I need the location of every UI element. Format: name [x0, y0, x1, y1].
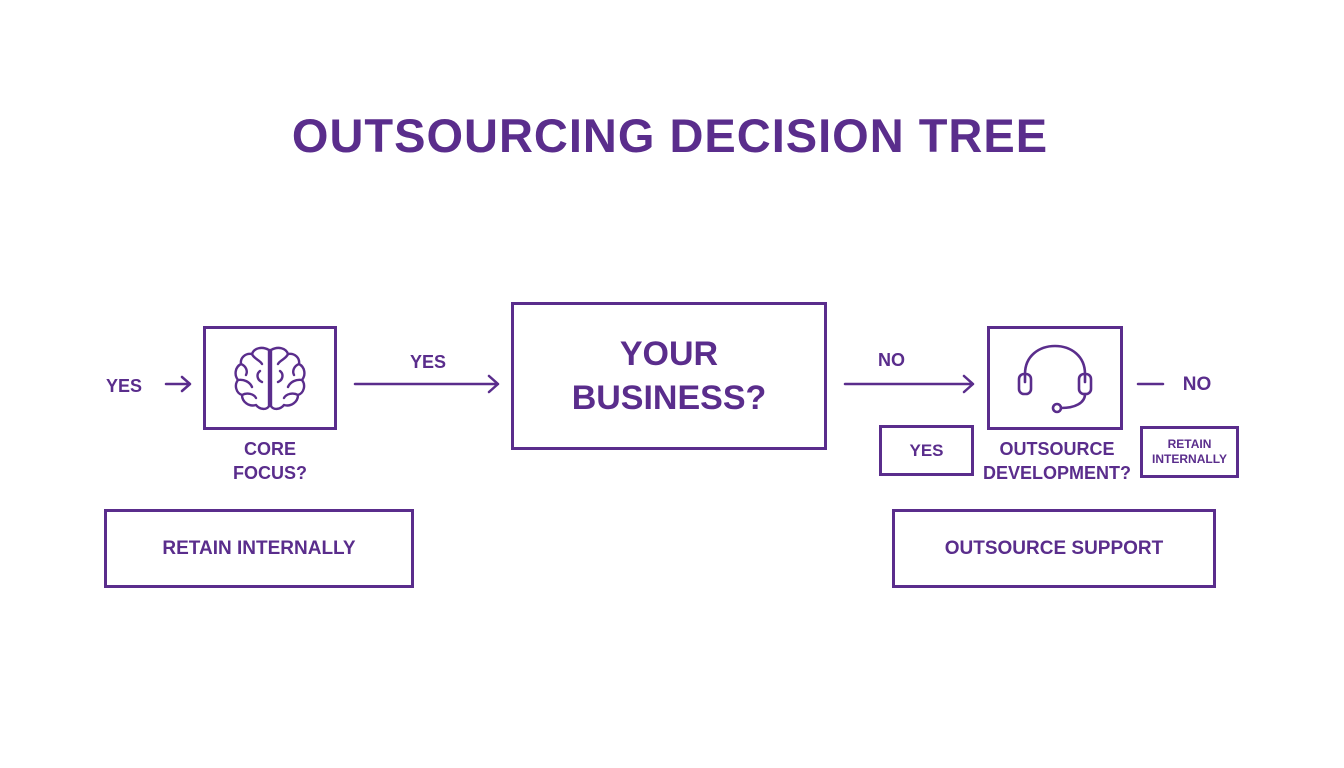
page-title: OUTSOURCING DECISION TREE: [291, 109, 1049, 162]
headset-icon: [1017, 344, 1093, 414]
outsource-support-outcome-label: OUTSOURCE SUPPORT: [944, 537, 1164, 559]
retain-internally-box: RETAIN INTERNALLY: [1140, 426, 1239, 478]
retain-internally-line2: INTERNALLY: [1152, 452, 1227, 466]
arrow-core-to-business: [353, 374, 500, 394]
yes-arrow-label: YES: [410, 352, 447, 372]
your-business-box: YOUR BUSINESS?: [511, 302, 827, 450]
outsource-development-question: OUTSOURCE DEVELOPMENT?: [974, 437, 1140, 485]
retain-internally-outcome: RETAIN INTERNALLY: [104, 509, 414, 588]
core-focus-line2: FOCUS?: [233, 463, 307, 483]
retain-internally-line1: RETAIN: [1167, 437, 1212, 451]
yes-box: YES: [879, 425, 974, 476]
outsource-support-outcome: OUTSOURCE SUPPORT: [892, 509, 1216, 588]
no-exit-label: NO: [1182, 374, 1212, 395]
arrow-business-to-development: [843, 374, 975, 394]
your-business-line1: YOUR: [619, 335, 719, 373]
outsource-development-box: [987, 326, 1123, 430]
no-arrow-label: NO: [878, 350, 905, 370]
outsource-development-line1: OUTSOURCE: [999, 439, 1115, 459]
brain-icon: [234, 346, 306, 411]
yes-entry-label: YES: [106, 376, 143, 396]
outsource-development-line2: DEVELOPMENT?: [982, 463, 1131, 483]
core-focus-box: [203, 326, 337, 430]
core-focus-question: CORE FOCUS?: [210, 437, 330, 485]
core-focus-line1: CORE: [243, 439, 296, 459]
yes-box-label: YES: [909, 440, 944, 460]
retain-internally-outcome-label: RETAIN INTERNALLY: [162, 537, 356, 559]
your-business-line2: BUSINESS?: [571, 379, 767, 417]
arrow-into-core-focus: [164, 375, 192, 393]
